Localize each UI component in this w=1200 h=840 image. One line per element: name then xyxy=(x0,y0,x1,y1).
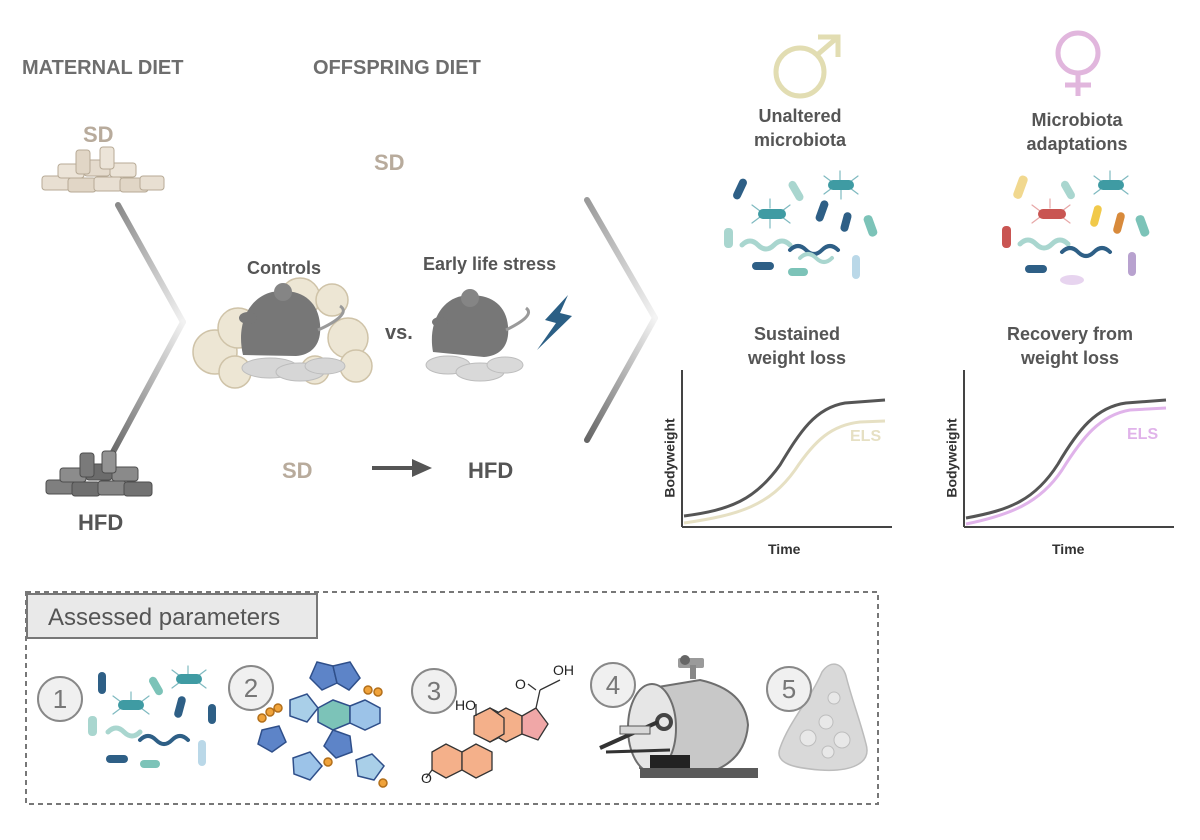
offspring-diet-header: OFFSPRING DIET xyxy=(313,57,481,79)
controls-label: Controls xyxy=(247,258,321,278)
controls-mouse-nest-icon xyxy=(192,277,373,389)
maternal-chevron xyxy=(110,202,186,455)
female-title-line1: Microbiota xyxy=(1031,110,1123,130)
female-weight-curve-chart xyxy=(963,370,1174,528)
adapted-microbiota-icon xyxy=(1002,170,1150,285)
parameter-number-3: 3 xyxy=(411,668,457,714)
male-els-label: ELS xyxy=(850,428,882,445)
parameter-number-2: 2 xyxy=(228,665,274,711)
maternal-sd-label: SD xyxy=(83,122,114,147)
maternal-diet-header: MATERNAL DIET xyxy=(22,57,184,79)
parameter-number-1: 1 xyxy=(37,676,83,722)
assessed-parameters-frame xyxy=(25,591,879,805)
female-curve-title: Recovery from weight loss xyxy=(985,322,1155,370)
assessed-parameters-title: Assessed parameters xyxy=(48,604,281,631)
offspring-hfd-label: HFD xyxy=(468,458,514,483)
parameter-number-5: 5 xyxy=(766,666,812,712)
male-control-curve xyxy=(683,398,886,518)
maternal-hfd-label: HFD xyxy=(78,510,124,535)
female-curve-line2: weight loss xyxy=(1020,348,1119,368)
female-control-curve xyxy=(965,398,1167,520)
molecule-o-mid: O xyxy=(515,676,526,692)
early-life-stress-label: Early life stress xyxy=(423,254,557,274)
steroid-hormone-icon xyxy=(425,679,561,779)
male-title-line2: microbiota xyxy=(753,130,846,150)
male-weight-curve-chart xyxy=(681,370,892,528)
hfd-chow-pile-icon xyxy=(45,450,153,497)
offspring-sd-bottom-label: SD xyxy=(282,458,313,483)
molecule-oh-top: OH xyxy=(553,662,574,678)
unaltered-microbiota-icon xyxy=(724,170,878,279)
vs-label: vs. xyxy=(385,322,413,344)
diet-switch-arrow xyxy=(372,459,432,477)
els-mouse-lightning-icon xyxy=(425,289,572,382)
male-microbiota-title: Unaltered microbiota xyxy=(720,104,880,152)
male-x-axis-label: Time xyxy=(768,541,801,557)
female-els-label: ELS xyxy=(1127,426,1159,443)
female-symbol-icon xyxy=(1055,30,1101,96)
parameter-number-4: 4 xyxy=(590,662,636,708)
male-curve-line2: weight loss xyxy=(747,348,846,368)
offspring-chevron xyxy=(584,197,658,443)
male-y-axis-label: Bodyweight xyxy=(661,418,678,498)
mri-scanner-icon xyxy=(599,655,758,778)
female-title-line2: adaptations xyxy=(1026,134,1128,154)
sd-chow-pile-icon xyxy=(41,146,165,193)
assessed-parameters-tab xyxy=(26,593,318,639)
molecule-ho: HO xyxy=(455,697,476,713)
female-els-curve xyxy=(965,406,1167,526)
microbiota-icon xyxy=(88,665,216,768)
female-y-axis-label: Bodyweight xyxy=(943,418,960,498)
adipose-tissue-icon xyxy=(778,663,868,772)
molecule-o-bottom: O xyxy=(421,770,432,786)
female-curve-line1: Recovery from xyxy=(1006,324,1134,344)
male-symbol-icon xyxy=(773,34,841,99)
male-title-line1: Unaltered xyxy=(758,106,842,126)
offspring-sd-top-label: SD xyxy=(374,150,405,175)
male-curve-line1: Sustained xyxy=(753,324,841,344)
metabolites-icon xyxy=(257,661,388,788)
male-curve-title: Sustained weight loss xyxy=(712,322,882,370)
female-x-axis-label: Time xyxy=(1052,541,1085,557)
female-microbiota-title: Microbiota adaptations xyxy=(992,108,1162,156)
male-els-curve xyxy=(683,419,886,525)
